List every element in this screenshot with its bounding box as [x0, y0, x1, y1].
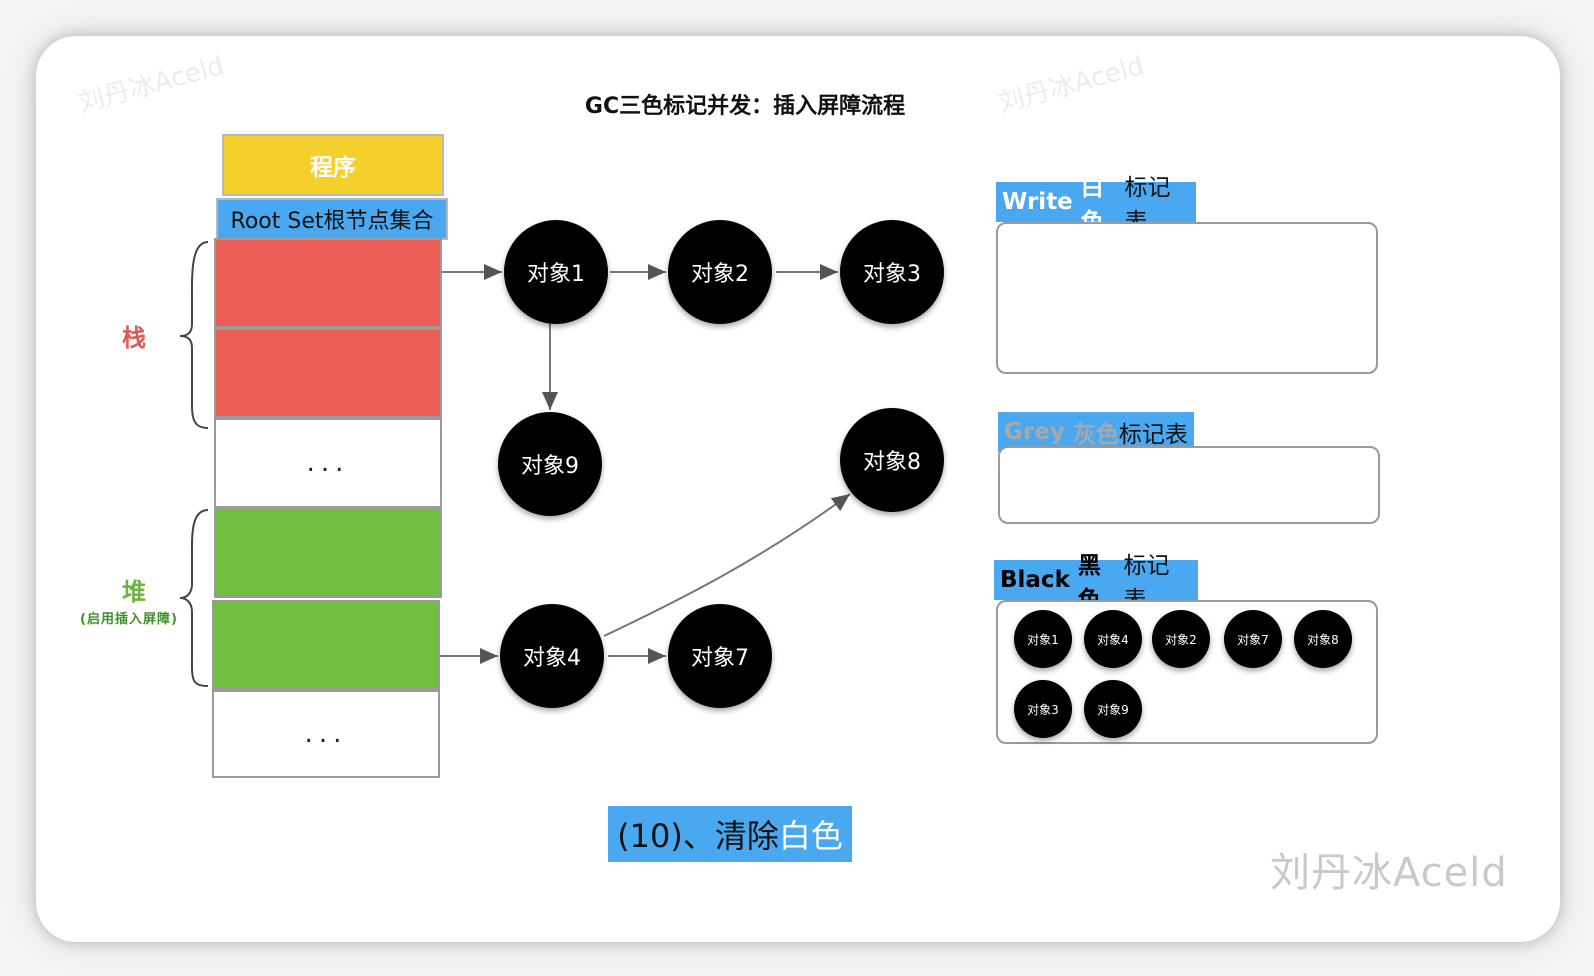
black-item: 对象9	[1084, 680, 1142, 738]
stack-brace	[179, 241, 209, 429]
black-item: 对象8	[1294, 610, 1352, 668]
heap-sublabel: (启用插入屏障)	[80, 612, 178, 627]
root-set-label: Root Set根节点集合	[216, 198, 448, 240]
object-node-9: 对象9	[498, 412, 602, 516]
object-node-1: 对象1	[504, 220, 608, 324]
heap-label: 堆	[122, 578, 146, 606]
black-table-label: Black 黑色 标记表	[994, 553, 1198, 613]
stack-slot-1	[214, 238, 442, 328]
black-item: 对象7	[1224, 610, 1282, 668]
heap-brace	[179, 509, 209, 687]
white-table	[996, 222, 1378, 374]
black-item: 对象3	[1014, 680, 1072, 738]
grey-table-label: Grey 灰色 标记表	[998, 412, 1194, 452]
arrow-obj4-obj8	[603, 493, 851, 637]
object-node-8: 对象8	[840, 408, 944, 512]
object-node-3: 对象3	[840, 220, 944, 324]
object-node-2: 对象2	[668, 220, 772, 324]
grey-table	[998, 446, 1380, 524]
white-table-head: Write	[1002, 189, 1073, 215]
step-caption: (10)、清除白色	[608, 806, 852, 862]
stack-label: 栈	[122, 324, 146, 352]
heap-slot-1	[214, 508, 442, 598]
grey-table-suffix: 标记表	[1118, 422, 1188, 448]
black-item: 对象1	[1014, 610, 1072, 668]
grey-table-head: Grey	[1004, 419, 1065, 445]
object-node-4: 对象4	[500, 604, 604, 708]
step-prefix: (10)、清除	[617, 817, 779, 855]
author-watermark: 刘丹冰Aceld	[1270, 850, 1508, 896]
heap-slot-2	[212, 600, 440, 690]
program-box: 程序	[222, 134, 444, 196]
stack-slot-2	[214, 328, 442, 418]
grey-table-color-word: 灰色	[1072, 422, 1119, 448]
diagram-title: GC三色标记并发：插入屏障流程	[584, 94, 906, 119]
black-table-head: Black	[1000, 567, 1070, 593]
black-item: 对象4	[1084, 610, 1142, 668]
black-item: 对象2	[1152, 610, 1210, 668]
step-highlight: 白色	[778, 817, 843, 855]
stack-slot-ellipsis: ...	[214, 418, 442, 508]
white-table-label: Write 白色 标记表	[996, 175, 1196, 235]
object-node-7: 对象7	[668, 604, 772, 708]
brace-lines	[179, 241, 209, 687]
heap-slot-ellipsis: ...	[212, 690, 440, 778]
